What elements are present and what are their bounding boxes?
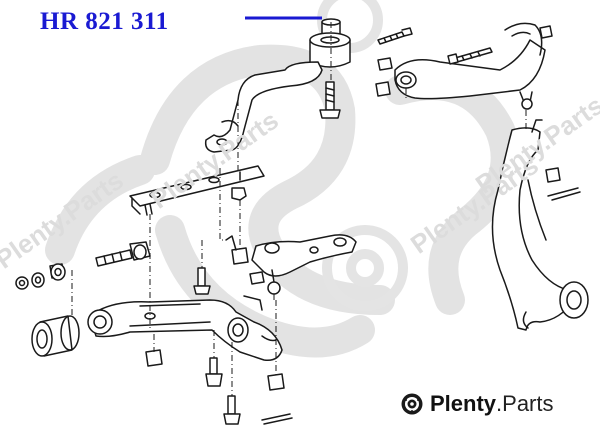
steering-knuckle xyxy=(491,119,589,331)
brace-bar xyxy=(129,165,265,216)
bolt-vertical-3 xyxy=(205,357,223,387)
nut-upper-2 xyxy=(375,81,391,97)
nut-bracket-1 xyxy=(231,247,249,265)
part-number-label: HR 821 311 xyxy=(40,8,169,35)
strut-rod xyxy=(204,61,323,153)
bolt-diagonal-upper-2 xyxy=(447,47,493,65)
bolt-long-horizontal xyxy=(95,241,151,267)
bolt-knuckle xyxy=(547,187,581,201)
bolt-vertical-1 xyxy=(319,81,341,119)
bolt-bracket-1 xyxy=(225,235,237,251)
nut-bracket-2 xyxy=(249,271,265,285)
upper-control-arm xyxy=(394,22,546,110)
brake-disc-logo-icon xyxy=(401,393,423,415)
lower-control-arm xyxy=(87,295,283,362)
nut-knuckle xyxy=(545,167,561,183)
bushing-hr821311 xyxy=(309,18,351,68)
nut-bottom-1 xyxy=(145,349,163,367)
bolt-diagonal-upper xyxy=(377,27,413,45)
bolt-vertical-4 xyxy=(223,395,241,425)
guide-lines xyxy=(71,22,527,396)
ball-joint-bracket xyxy=(251,234,357,295)
brand-name: Plenty xyxy=(430,391,497,416)
brand-suffix: .Parts xyxy=(496,391,554,416)
bolt-vertical-2 xyxy=(193,267,211,295)
bushing-lower-left xyxy=(31,315,80,357)
bolt-small-bottom xyxy=(261,413,293,425)
watermark-logo xyxy=(45,44,521,358)
nut-upper-3 xyxy=(539,25,553,39)
brand-logo: Plenty.Parts xyxy=(400,388,554,420)
nut-bottom-2 xyxy=(267,373,285,391)
nut-upper-1 xyxy=(377,57,393,71)
nut-small-1 xyxy=(231,187,247,201)
diagram-lines xyxy=(15,18,589,425)
washers-left xyxy=(15,263,66,290)
